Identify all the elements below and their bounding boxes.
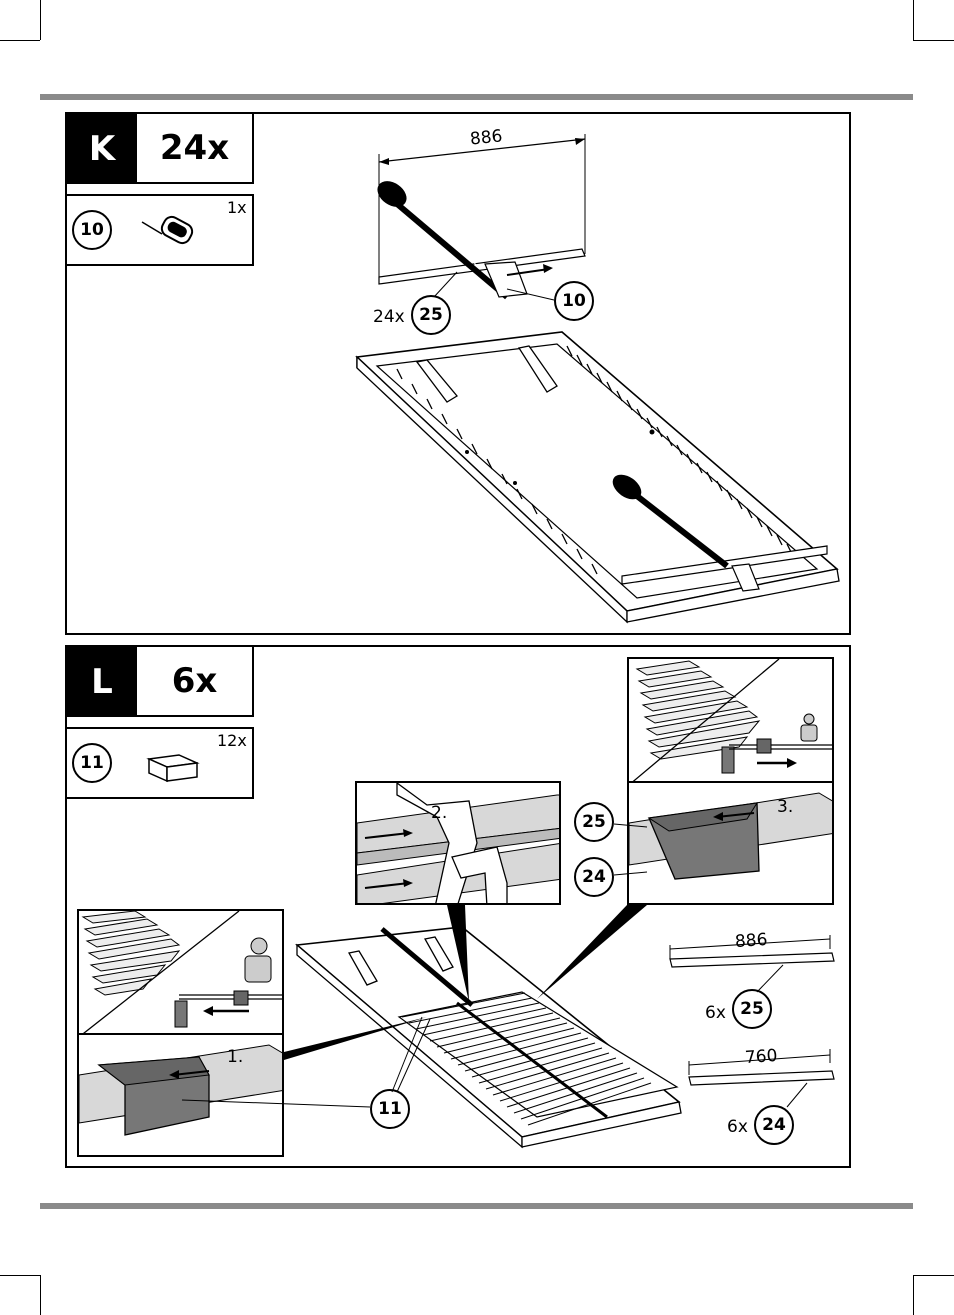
detail-step-2: 2. — [355, 781, 561, 905]
crop-mark-bottom-left-h — [0, 1275, 40, 1276]
detail-step-3: 3. — [627, 781, 834, 905]
part-qty: 1x — [227, 198, 247, 217]
step-letter: K — [67, 114, 137, 184]
part-qty: 12x — [217, 731, 247, 750]
slat-25-callout: 25 — [574, 802, 614, 842]
detail-slat-stack-right — [627, 657, 834, 783]
crop-mark-bottom-right-h — [913, 1275, 954, 1276]
slat-24-qty: 6x — [727, 1117, 748, 1137]
slat-callout-badge: 25 — [411, 295, 451, 335]
crop-mark-bottom-left-v — [40, 1275, 41, 1315]
step-count: 24x — [137, 114, 254, 184]
clip-part-icon — [141, 215, 194, 245]
slat-24-badge: 24 — [754, 1105, 794, 1145]
slat-25-qty: 6x — [705, 1003, 726, 1023]
step-k-panel: K 24x 10 1x 886 24x 25 10 — [65, 112, 851, 635]
frame-illustration-l — [181, 823, 835, 1149]
clip-callout-badge: 10 — [554, 281, 594, 321]
slat-qty: 24x — [373, 307, 405, 327]
crop-mark-top-right-h — [913, 40, 954, 41]
step-count: 6x — [137, 647, 254, 717]
crop-mark-top-right-v — [913, 0, 914, 40]
detail-step-1: 1. — [77, 1033, 284, 1157]
bottom-rule — [40, 1203, 913, 1209]
slat-holders — [396, 345, 793, 575]
parts-box: 10 1x — [67, 194, 254, 266]
step-2-label: 2. — [431, 803, 448, 823]
part-number-badge: 10 — [72, 210, 112, 250]
part-number-badge: 11 — [72, 743, 112, 783]
pad-11-callout: 11 — [370, 1089, 410, 1129]
pad-part-icon — [146, 754, 200, 783]
step-1-label: 1. — [227, 1047, 244, 1067]
step-l-panel: L 6x 11 12x 2. — [65, 645, 851, 1168]
parts-box: 11 12x — [67, 727, 254, 799]
crop-mark-top-left-h — [0, 40, 40, 41]
crop-mark-bottom-right-v — [913, 1275, 914, 1315]
top-rule — [40, 94, 913, 100]
slat-24-callout: 24 — [574, 857, 614, 897]
frame-illustration-k — [355, 134, 840, 624]
crop-mark-top-left-v — [40, 0, 41, 40]
detail-slat-stack-left — [77, 909, 284, 1035]
step-letter: L — [67, 647, 137, 717]
slat-25-badge: 25 — [732, 989, 772, 1029]
step-3-label: 3. — [777, 797, 794, 817]
